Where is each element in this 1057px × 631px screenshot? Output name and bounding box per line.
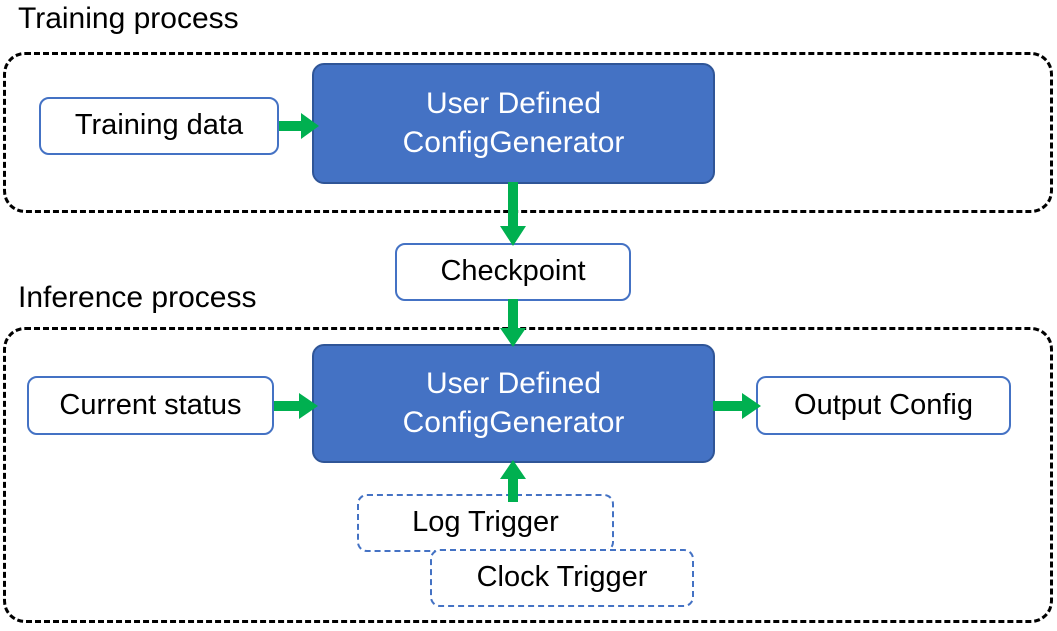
inference-section-title: Inference process xyxy=(18,281,257,314)
node-inference-config-generator[interactable]: User Defined ConfigGenerator xyxy=(312,344,715,463)
node-clock-trigger[interactable]: Clock Trigger xyxy=(430,549,694,607)
node-checkpoint[interactable]: Checkpoint xyxy=(395,243,631,301)
node-training-config-generator-line2: ConfigGenerator xyxy=(402,125,625,159)
node-inference-config-generator-line2: ConfigGenerator xyxy=(402,405,625,439)
node-training-config-generator-line1: User Defined xyxy=(425,87,602,121)
node-inference-config-generator-line1: User Defined xyxy=(425,367,602,401)
node-log-trigger[interactable]: Log Trigger xyxy=(357,494,614,552)
inference-process-group xyxy=(3,327,1053,623)
node-training-config-generator[interactable]: User Defined ConfigGenerator xyxy=(312,63,715,184)
node-current-status[interactable]: Current status xyxy=(27,376,274,435)
node-output-config[interactable]: Output Config xyxy=(756,376,1011,435)
training-process-group xyxy=(3,52,1053,213)
node-training-data[interactable]: Training data xyxy=(39,97,279,155)
training-section-title: Training process xyxy=(18,2,239,35)
